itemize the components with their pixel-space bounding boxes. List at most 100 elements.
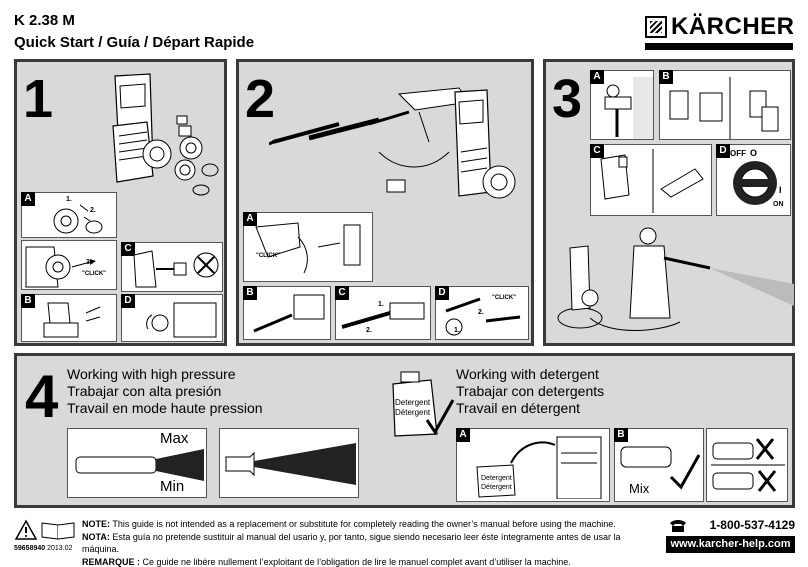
handle-illustration	[43, 302, 101, 338]
nozzle-wrong-icon	[711, 438, 785, 492]
part-number: 59658940	[14, 545, 46, 552]
gun-connect-illustration	[255, 222, 361, 274]
step-2d-box: D "CLICK" 2. 1.	[435, 286, 529, 340]
machine-illustration	[112, 73, 219, 196]
connector-illustration	[133, 250, 219, 288]
step-2c-box: C 1. 2.	[335, 286, 431, 340]
note-en: NOTE: This guide is not intended as a re…	[82, 519, 616, 529]
step-1-panel: 1 A 1. 2. 3. "CLICK" C	[14, 59, 227, 346]
notes-block: NOTE: This guide is not intended as a re…	[82, 518, 657, 567]
nozzle-spray-illustration	[75, 449, 204, 481]
label-a: A	[456, 428, 470, 442]
pressure-max-min-box: Max Min	[67, 428, 207, 498]
step-2b-box: B	[243, 286, 331, 340]
step-1c-box: C	[121, 242, 223, 292]
step-3d-box: D OFF O I ON	[716, 144, 791, 216]
min-label: Min	[160, 478, 185, 495]
document-date: 2013.02	[47, 545, 73, 552]
switch-on-symbol: I	[779, 185, 782, 195]
step-text: 1.	[454, 327, 460, 334]
label-c: C	[590, 144, 604, 158]
switch-on-label: ON	[773, 201, 784, 208]
label-d: D	[121, 294, 135, 308]
note-fr: REMARQUE : Ce guide ne libère nullement …	[82, 556, 571, 567]
contact-block: 1-800-537-4129 www.karcher-help.com	[666, 518, 795, 554]
filter-insert-illustration	[53, 204, 103, 234]
mix-nozzle-illustration	[620, 446, 701, 490]
label-b: B	[21, 294, 35, 308]
detergent-heading-fr: Travail en détergent	[456, 400, 580, 416]
step-4a-box: A Detergent Détergent	[456, 428, 610, 502]
step-1a-detail-box: 3. "CLICK"	[21, 240, 117, 290]
step-3a-box: A	[590, 70, 654, 140]
step-text: 2.	[478, 309, 484, 316]
step-2-panel: 2 A "CLICK" B C	[236, 59, 534, 346]
bottle-label-en: Detergent	[395, 398, 431, 407]
brand-name: KÄRCHER	[671, 13, 795, 40]
label-d: D	[435, 286, 449, 300]
bottle-label-fr: Détergent	[481, 484, 512, 491]
website-link[interactable]: www.karcher-help.com	[666, 536, 795, 553]
brand-bar	[645, 43, 793, 50]
pressure-heading-fr: Travail en mode haute pression	[67, 400, 263, 416]
detergent-heading-es: Trabajar con detergents	[456, 383, 605, 399]
detergent-heading-en: Working with detergent	[456, 366, 599, 382]
nozzle-settings-box	[706, 428, 788, 502]
max-label: Max	[160, 430, 189, 447]
step-text: 2.	[90, 207, 96, 214]
switch-off-label: OFF	[730, 149, 746, 158]
step-4b-box: B Mix	[614, 428, 704, 502]
step-4-panel: 4 Working with high pressure Trabajar co…	[14, 353, 795, 508]
note-es: NOTA: Esta guía no pretende sustituir al…	[82, 531, 621, 555]
step-3c-box: C	[590, 144, 712, 216]
step-1b-box: B	[21, 294, 117, 342]
pressure-heading-en: Working with high pressure	[67, 366, 236, 382]
step-1a-box: A 1. 2.	[21, 192, 117, 238]
operator-spraying-illustration	[557, 227, 794, 331]
step-text: 1.	[66, 196, 72, 203]
bottle-label-fr: Détergent	[395, 408, 431, 417]
brand-logo: KÄRCHER	[645, 12, 795, 52]
pressure-fan-box	[219, 428, 359, 498]
label-a: A	[243, 212, 257, 226]
step-number: 3	[552, 69, 583, 129]
detergent-suction-illustration	[476, 436, 602, 499]
pressure-heading-es: Trabajar con alta presión	[67, 383, 222, 399]
bottle-label-en: Detergent	[481, 475, 512, 482]
power-outlet-illustration	[669, 77, 779, 139]
step-text: 1.	[378, 301, 384, 308]
step-number: 4	[25, 363, 59, 430]
fan-spray-illustration	[225, 443, 356, 485]
hose-connect-illustration	[445, 297, 521, 336]
label-a: A	[590, 70, 604, 84]
step-number: 2	[245, 69, 276, 129]
label-c: C	[121, 242, 135, 256]
label-c: C	[335, 286, 349, 300]
mix-label: Mix	[629, 481, 650, 496]
inlet-illustration	[25, 246, 96, 288]
click-text: "CLICK"	[492, 295, 517, 301]
phone-icon	[670, 520, 686, 532]
step-2a-box: A "CLICK"	[243, 212, 373, 282]
step-1d-box: D	[121, 294, 223, 342]
switch-off-symbol: O	[750, 148, 758, 158]
label-b: B	[614, 428, 628, 442]
label-d: D	[716, 144, 730, 158]
power-switch-icon	[733, 161, 777, 205]
nozzle-illustration	[253, 294, 325, 333]
label-b: B	[243, 286, 257, 300]
phone-number: 1-800-537-4129	[709, 518, 795, 532]
document-code: 59658940 2013.02	[14, 545, 72, 552]
lance-illustration	[341, 302, 425, 329]
warning-manual-icon	[14, 519, 75, 540]
accessories-illustration	[269, 87, 516, 199]
step-3b-box: B	[659, 70, 791, 140]
detergent-bottle-illustration	[392, 371, 455, 437]
label-a: A	[21, 192, 35, 206]
model-name: K 2.38 M	[14, 12, 75, 29]
step-text: 2.	[366, 327, 372, 334]
click-text: "CLICK"	[82, 271, 107, 277]
document-title: Quick Start / Guía / Départ Rapide	[14, 34, 255, 51]
step-number: 1	[23, 69, 54, 129]
step-3-panel: 3 A B C D OFF O	[543, 59, 795, 346]
